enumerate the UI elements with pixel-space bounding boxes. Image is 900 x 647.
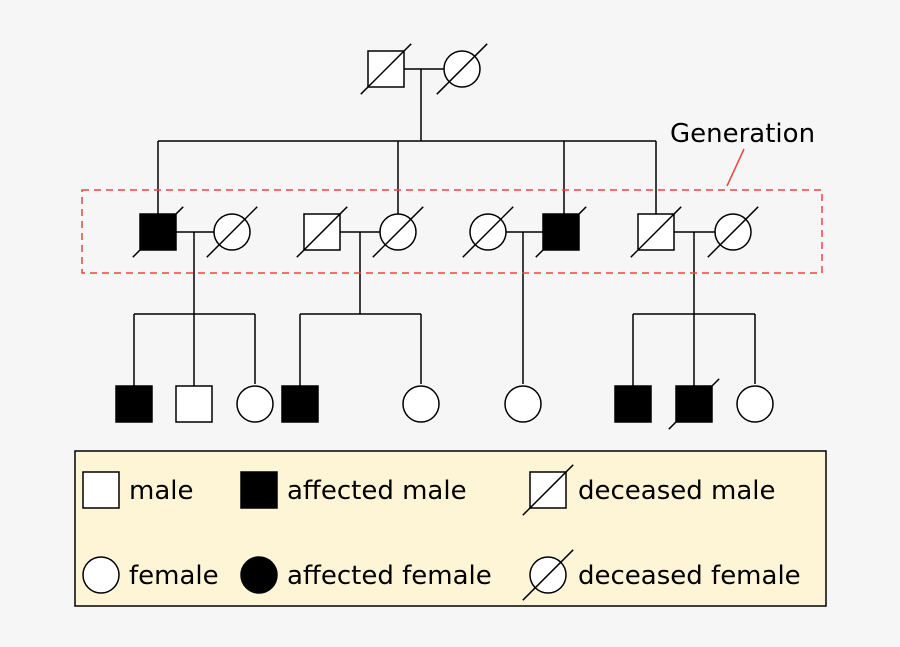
deceased-female-symbol <box>436 43 488 95</box>
deceased-female-symbol <box>707 206 759 258</box>
affected-male-legend-icon <box>240 471 278 509</box>
affected-female-legend-icon <box>240 556 278 594</box>
generation-highlight-box <box>81 189 823 274</box>
pedigree-individuals <box>115 43 774 430</box>
deceased-affected-male-symbol <box>132 206 184 258</box>
deceased-male-symbol <box>296 206 348 258</box>
legend-label: deceased male <box>578 476 776 506</box>
female-symbol <box>736 385 774 423</box>
deceased-female-symbol <box>206 206 258 258</box>
male-symbol <box>175 385 213 423</box>
legend-box <box>74 450 827 607</box>
legend-label: deceased female <box>578 561 801 591</box>
affected-male-symbol <box>281 385 319 423</box>
relationship-lines <box>133 68 756 386</box>
deceased-affected-male-symbol <box>668 378 720 430</box>
legend-label: affected male <box>287 476 467 506</box>
deceased-female-legend-icon <box>522 549 574 601</box>
deceased-male-symbol <box>630 206 682 258</box>
legend-item-affected-male: affected male <box>240 471 467 509</box>
legend-item-deceased-female: deceased female <box>522 549 801 601</box>
legend-label: male <box>129 476 193 506</box>
female-symbol <box>402 385 440 423</box>
legend: male affected male deceased male female affe… <box>82 464 801 601</box>
affected-male-symbol <box>115 385 153 423</box>
female-legend-icon <box>82 556 120 594</box>
female-symbol <box>504 385 542 423</box>
deceased-female-symbol <box>372 206 424 258</box>
legend-item-affected-female: affected female <box>240 556 492 594</box>
legend-label: female <box>129 561 219 591</box>
legend-item-male: male <box>82 471 193 509</box>
legend-label: affected female <box>287 561 492 591</box>
legend-item-deceased-male: deceased male <box>522 464 776 516</box>
female-symbol <box>236 385 274 423</box>
affected-male-symbol <box>614 385 652 423</box>
deceased-male-symbol <box>360 43 412 95</box>
male-legend-icon <box>82 471 120 509</box>
generation-annotation: Generation <box>670 119 815 149</box>
legend-item-female: female <box>82 556 219 594</box>
generation-pointer-line <box>726 148 745 187</box>
deceased-female-symbol <box>462 206 514 258</box>
deceased-male-legend-icon <box>522 464 574 516</box>
deceased-affected-male-symbol <box>535 206 587 258</box>
